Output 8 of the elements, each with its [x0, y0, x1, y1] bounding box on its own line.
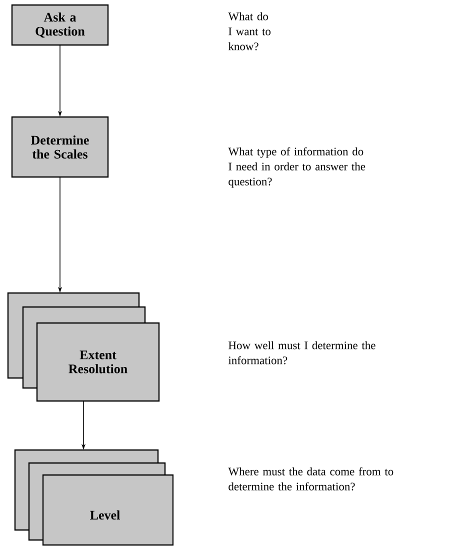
question-text: What do I want to know? [228, 12, 271, 50]
question-text: What type of information do I need in order to answer the question? [228, 147, 366, 188]
question-text: How well must I determine the information? [228, 341, 376, 364]
process-box: Extent Resolution [7, 292, 160, 402]
question-text: Where must the data come from to determine the information? [228, 467, 394, 490]
process-box: Level [14, 449, 174, 546]
process-box: Determine the Scales [11, 116, 109, 178]
process-box: Ask a Question [11, 4, 109, 46]
